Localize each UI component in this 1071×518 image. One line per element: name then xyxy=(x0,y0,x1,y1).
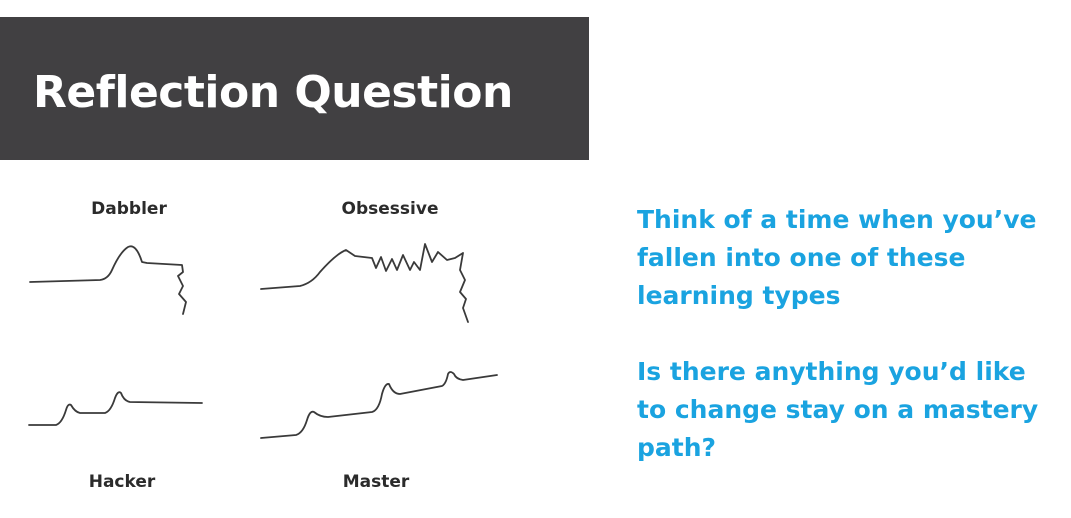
title-bar: Reflection Question xyxy=(0,17,589,160)
dabbler-curve xyxy=(29,245,187,315)
reflection-prompt-2: Is there anything you’d like to change s… xyxy=(637,357,1039,462)
obsessive-curve xyxy=(260,243,469,323)
label-dabbler: Dabbler xyxy=(91,199,167,219)
label-obsessive: Obsessive xyxy=(341,199,439,219)
learning-curves-illustration xyxy=(28,243,498,439)
master-curve xyxy=(260,371,498,439)
label-master: Master xyxy=(342,472,410,492)
hacker-curve xyxy=(28,391,203,426)
reflection-prompt-1: Think of a time when you’ve fallen into … xyxy=(637,205,1037,310)
label-hacker: Hacker xyxy=(88,472,156,492)
slide-title: Reflection Question xyxy=(33,67,513,118)
